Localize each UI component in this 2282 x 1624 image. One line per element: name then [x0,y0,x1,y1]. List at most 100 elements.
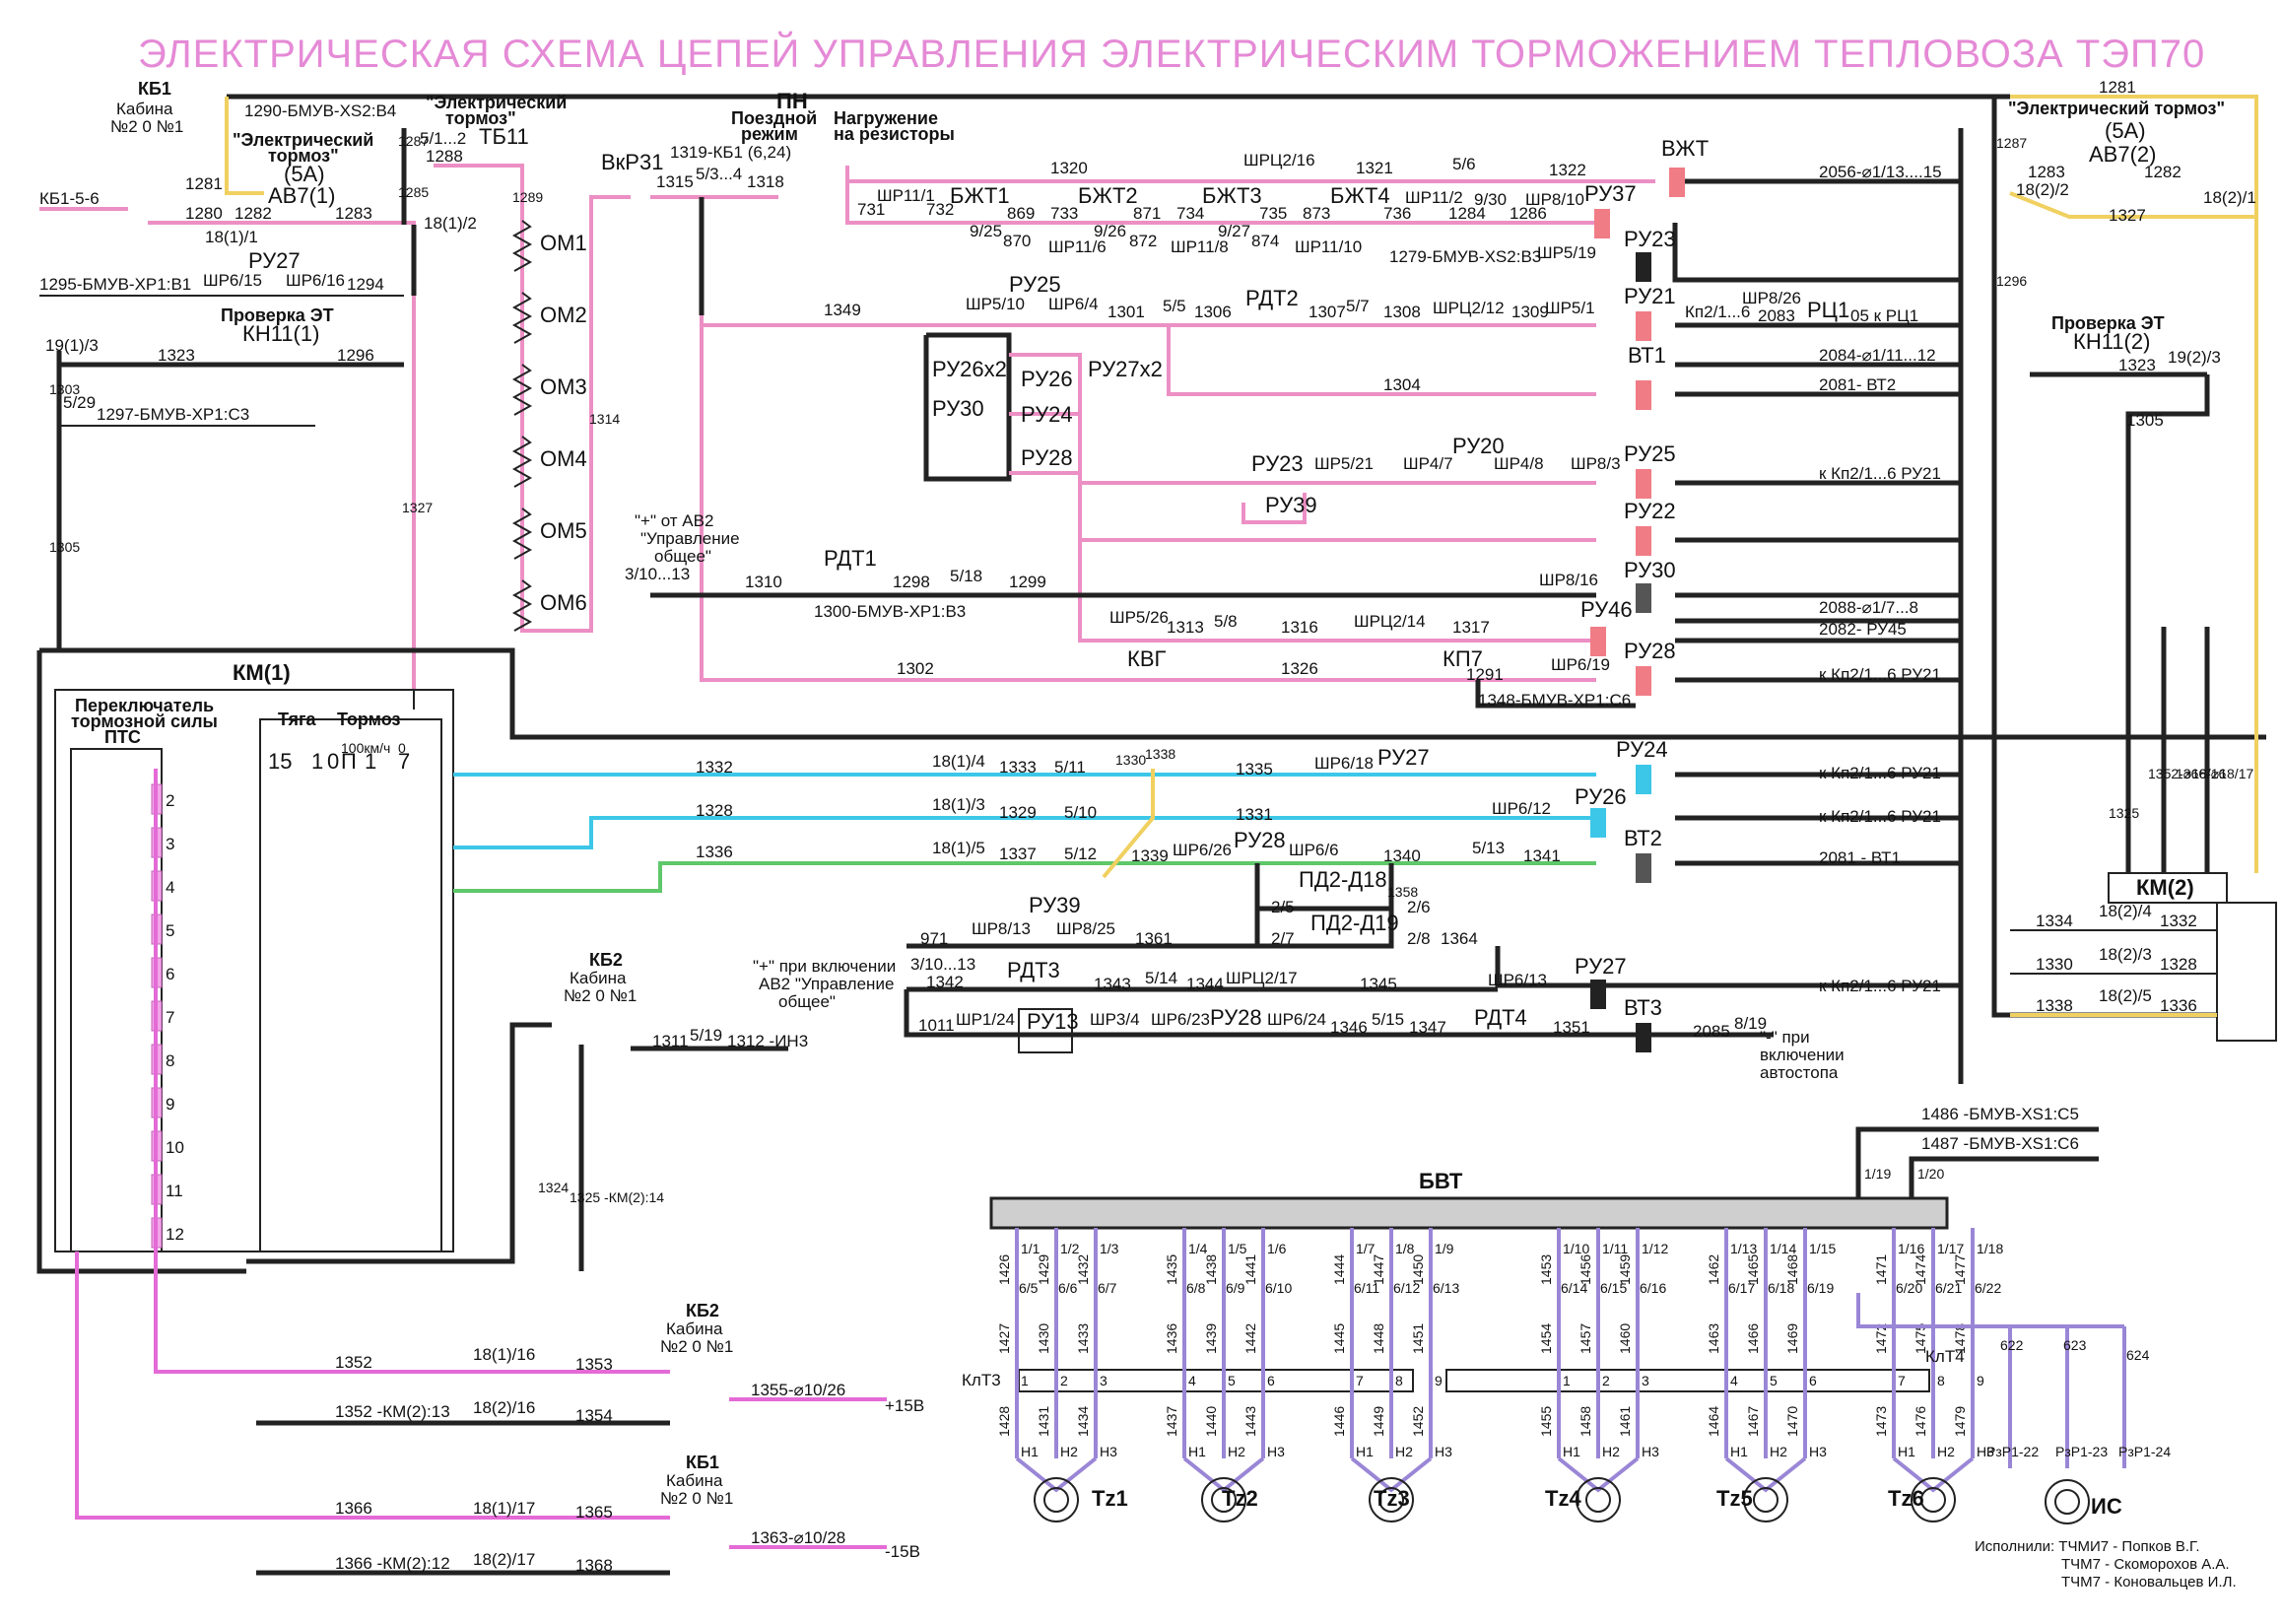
bvt-mid-wire-7: 1445 [1331,1323,1347,1354]
bvt-mid-wire-2: 1430 [1036,1323,1051,1354]
label-w1310: 1310 [745,573,782,591]
pts-position-8: 8 [166,1051,174,1070]
terminal-number-17: 8 [1937,1373,1945,1388]
pts-position-3: 3 [166,835,174,853]
label-w1352-18-16: 1352-⌀18/16 [2148,766,2226,781]
bvt-mid-wire-4: 1436 [1164,1323,1179,1354]
pts-position-7: 7 [166,1008,174,1027]
winding-label-11: Н2 [1602,1444,1620,1459]
label-kp2-ru21-b: к Кп2/1...6 РУ21 [1819,665,1941,684]
bvt-socket-10: 6/14 [1561,1280,1587,1296]
label-pn: ПН [776,89,808,113]
label-credit2: ТЧМ7 - Скоморохов А.А. [2061,1556,2230,1573]
bvt-tap-2: 1/2 [1060,1241,1080,1256]
wiring-layer [36,94,2277,1576]
terminal-number-12: 3 [1642,1373,1649,1388]
label-ru23-m: РУ23 [1251,451,1304,476]
motor-feed-6 [1892,1456,1975,1493]
bvt-upper-wire-17: 1474 [1913,1254,1928,1285]
label-tp1: 1 [365,749,376,774]
label-bzht2: БЖТ2 [1078,183,1138,208]
label-ru27x2: РУ27х2 [1088,357,1163,381]
label-w1296a: 1296 [337,346,374,365]
label-shr11-8: ШР11/8 [1171,237,1229,256]
label-w1333: 1333 [999,758,1037,777]
label-vt2: ВТ2 [1624,826,1662,850]
label-w623: 623 [2063,1337,2087,1353]
label-x5-11: 5/11 [1054,758,1086,777]
label-w2085: 2085 [1693,1022,1730,1041]
bvt-mid-wire-6: 1442 [1242,1323,1258,1354]
terminal-number-15: 6 [1809,1373,1817,1388]
label-w1330: 1330 [1115,752,1146,768]
bvt-mid-wire-3: 1433 [1075,1323,1091,1354]
label-w1285: 1285 [398,184,429,200]
label-x18-1-17: 18(1)/17 [473,1499,535,1518]
label-x2-8: 2/8 [1407,929,1431,948]
label-5a-r: (5А) [2105,118,2146,143]
label-w1348: 1348-БМУВ-ХР1:С6 [1478,691,1631,710]
label-x3-10-13a: 3/10...13 [625,565,690,583]
label-shr8-10: ШР8/10 [1525,190,1584,209]
bvt-mid-wire-9: 1451 [1410,1323,1426,1354]
label-w1340: 1340 [1383,846,1421,865]
label-shrc2-14: ШРЦ2/14 [1354,612,1426,631]
winding-label-17: Н2 [1937,1444,1955,1459]
label-x2-6: 2/6 [1407,898,1431,916]
motor-6 [1911,1477,1956,1522]
label-w1319: 1319-КБ1 (6,24) [670,143,791,162]
label-w1352-km: 1352 -КМ(2):13 [335,1402,450,1421]
ru24-coil [1636,765,1651,794]
label-rzr1-23: РзР1-23 [2055,1444,2108,1459]
bvt-socket-12: 6/16 [1640,1280,1666,1296]
winding-label-10: Н1 [1563,1444,1580,1459]
label-w1298: 1298 [893,573,930,591]
label-w971: 971 [920,929,948,948]
label-kabina-4: Кабина [666,1471,723,1490]
label-w736: 736 [1383,204,1411,223]
label-w1322: 1322 [1549,161,1586,179]
label-ru23-top: РУ23 [1624,227,1676,251]
bvt-upper-wire-4: 1435 [1164,1254,1179,1285]
label-w622: 622 [2000,1337,2024,1353]
terminal-number-18: 9 [1977,1373,1984,1388]
label-kabina-pos-2: №2 0 №1 [564,986,637,1005]
label-w1299: 1299 [1009,573,1046,591]
label-shr5-21: ШР5/21 [1314,454,1374,473]
bvt-upper-wire-2: 1429 [1036,1254,1051,1285]
pts-position-9: 9 [166,1095,174,1114]
bvt-tap-4: 1/4 [1188,1241,1208,1256]
label-x2-7: 2/7 [1271,929,1295,948]
bvt-upper-wire-8: 1447 [1371,1254,1386,1285]
label-nagruzh: Нагружение [834,108,938,128]
label-ru25-l: РУ25 [1009,272,1061,297]
label-x5-7: 5/7 [1346,297,1370,315]
ru21-coil [1636,311,1651,341]
label-x18-2-17: 18(2)/17 [473,1550,535,1569]
label-w1315: 1315 [656,172,694,191]
bvt-tap-13: 1/13 [1730,1241,1757,1256]
label-t0b: 0 [398,740,406,756]
label-w1305b: 1305 [2126,411,2164,430]
motor-core-3 [1378,1487,1404,1513]
label-w1294: 1294 [347,275,384,294]
terminal-number-11: 2 [1602,1373,1610,1388]
label-w1313: 1313 [1167,618,1204,637]
label-w872: 872 [1129,232,1157,250]
bvt-tap-9: 1/9 [1435,1241,1454,1256]
label-ru20: РУ20 [1452,434,1505,458]
label-om2: ОМ2 [540,303,587,327]
label-ru28-l: РУ28 [1021,445,1073,470]
label-t15: 15 [268,749,292,774]
bvt-low-wire-13: 1464 [1706,1406,1721,1437]
label-credit1: Исполнили: ТЧМИ7 - Попков В.Г. [1975,1538,2200,1555]
label-to-rc1: 05 к РЦ1 [1850,306,1918,325]
label-vklyuch: включении [1760,1046,1845,1064]
label-x18-2-3: 18(2)/3 [2099,945,2152,964]
label-x5-15: 5/15 [1372,1010,1404,1029]
om-coil-4 [511,436,533,488]
label-w1332: 1332 [696,758,733,777]
label-w1320: 1320 [1050,159,1088,177]
label-upr-obsh: "Управление [640,529,740,548]
label-shr8-26: ШР8/26 [1742,289,1801,307]
